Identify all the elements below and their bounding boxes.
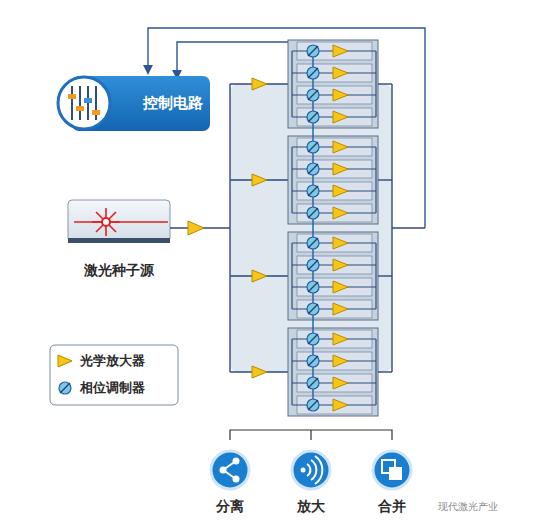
group-merge	[375, 339, 376, 405]
phase-modulator	[308, 164, 318, 174]
legend-label: 相位调制器	[80, 379, 145, 397]
node-label: 分离	[216, 498, 244, 516]
phase-modulator	[307, 259, 319, 271]
amplifier-symbol	[333, 377, 348, 389]
amplifier-symbol	[252, 174, 267, 186]
phase-modulator	[308, 208, 318, 218]
phase-modulator	[308, 46, 318, 56]
group-merge	[375, 243, 376, 309]
node-label: 放大	[297, 498, 325, 516]
phase-modulator	[308, 90, 318, 100]
phase-modulator	[307, 207, 319, 219]
phase-modulator	[307, 45, 319, 57]
amplifier-symbol	[252, 78, 267, 90]
phase-modulator	[307, 141, 319, 153]
output-wire	[392, 227, 425, 228]
group-output	[378, 179, 392, 180]
seed-base	[68, 238, 170, 243]
phase-modulator	[307, 377, 319, 389]
legend-amplifier	[58, 355, 72, 367]
phase-modulator	[307, 89, 319, 101]
phase-modulator	[307, 237, 319, 249]
phase-modulator	[308, 334, 318, 344]
node-label: 控制电路	[143, 94, 203, 113]
slider-icon	[58, 77, 110, 129]
group-split	[291, 51, 292, 117]
laser-star	[92, 208, 120, 236]
group-split	[291, 147, 292, 213]
phase-modulator	[307, 281, 319, 293]
phase-modulator	[308, 186, 318, 196]
amplifier-symbol	[333, 399, 348, 411]
amplifier-symbol	[252, 270, 267, 282]
group-merge	[375, 147, 376, 213]
amplifier-symbol	[333, 237, 348, 249]
phase-modulator	[308, 238, 318, 248]
phase-modulator	[308, 282, 318, 292]
stage-node: 放大	[281, 448, 341, 518]
legend-modulator	[59, 382, 71, 394]
group-merge	[375, 51, 376, 117]
slider-icon	[68, 86, 100, 120]
amplifier-symbol	[333, 185, 348, 197]
laser-star	[102, 218, 110, 226]
amplifier-symbol	[333, 333, 348, 345]
amplifier-symbol	[333, 89, 348, 101]
laser-beam	[74, 221, 168, 223]
phase-modulator	[307, 163, 319, 175]
watermark: 现代激光产业	[438, 500, 498, 514]
stage-node: 分离	[200, 448, 260, 518]
phase-modulator	[307, 67, 319, 79]
control-bus	[312, 50, 313, 405]
stage-icon	[211, 451, 411, 489]
phase-modulator	[307, 303, 319, 315]
control-box: 控制电路	[55, 72, 215, 134]
amplifier-symbol	[333, 111, 348, 123]
legend-box	[50, 345, 178, 405]
group-split	[291, 339, 292, 405]
node-label: 激光种子源	[84, 262, 154, 280]
phase-modulator	[308, 356, 318, 366]
amplifier-symbol	[333, 67, 348, 79]
phase-modulator	[308, 378, 318, 388]
group-output	[378, 83, 392, 84]
amplifier-symbol	[252, 366, 267, 378]
amplifier-symbol	[333, 303, 348, 315]
amplifier-symbol	[333, 259, 348, 271]
amplifier-group	[288, 232, 378, 320]
stage-bracket	[230, 430, 392, 440]
node-label: 合并	[378, 498, 406, 516]
amplifier-symbol	[333, 163, 348, 175]
group-split	[291, 243, 292, 309]
phase-modulator	[308, 68, 318, 78]
amplifier-symbol	[333, 355, 348, 367]
legend-label: 光学放大器	[80, 352, 145, 370]
phase-modulator	[307, 355, 319, 367]
phase-modulator	[308, 304, 318, 314]
group-output	[378, 275, 392, 276]
legend-modulator	[60, 383, 70, 393]
amplifier-symbol	[333, 45, 348, 57]
group-output	[378, 371, 392, 372]
phase-modulator	[307, 111, 319, 123]
phase-modulator	[307, 333, 319, 345]
seed-source: 激光种子源	[60, 196, 178, 282]
split-trunk	[229, 84, 230, 372]
amplifier-symbol	[333, 141, 348, 153]
phase-modulator	[308, 400, 318, 410]
phase-modulator	[307, 399, 319, 411]
seed-box	[68, 200, 170, 242]
stage-node: 合并	[362, 448, 422, 518]
phase-modulator	[307, 185, 319, 197]
amplifier-group	[288, 136, 378, 224]
phase-modulator	[308, 260, 318, 270]
amplifier-group	[288, 328, 378, 416]
amplifier-symbol	[333, 281, 348, 293]
amplifier-group	[288, 40, 378, 128]
phase-modulator	[308, 142, 318, 152]
amplifier-symbol	[333, 207, 348, 219]
amplifier-symbol	[188, 221, 204, 235]
phase-modulator	[308, 112, 318, 122]
